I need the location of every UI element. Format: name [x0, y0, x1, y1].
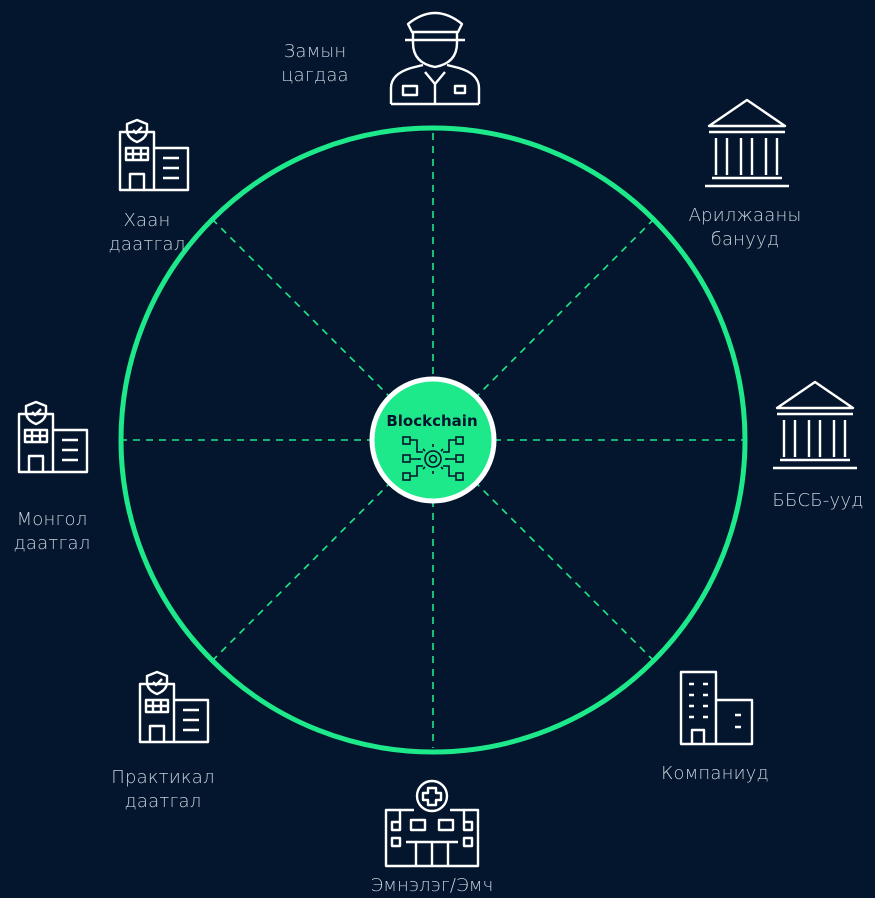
bank-building-icon-2 — [773, 380, 857, 470]
label-nbfi: ББСБ-ууд — [772, 490, 864, 511]
hospital-icon — [384, 779, 480, 868]
insurance-building-icon-mongol — [17, 400, 89, 474]
label-khaan: Хаан даатгал — [108, 210, 186, 255]
network-gear-icon — [402, 436, 464, 481]
spoke-top-right — [475, 218, 655, 398]
label-practical: Практикал даатгал — [111, 767, 215, 812]
spoke-bottom-right — [475, 482, 655, 662]
spoke-top-left — [211, 218, 391, 398]
police-officer-icon — [389, 11, 481, 106]
blockchain-hub — [369, 376, 497, 504]
label-hospital: Эмнэлэг/Эмч — [370, 875, 494, 896]
insurance-building-icon-practical — [138, 670, 210, 744]
center-title: Blockchain — [386, 412, 478, 430]
office-building-icon — [679, 670, 754, 746]
label-companies: Компаниуд — [661, 763, 769, 784]
network-ring — [118, 125, 748, 755]
insurance-building-icon-khaan — [118, 118, 190, 192]
label-police: Замын цагдаа — [281, 41, 349, 86]
spoke-bottom-left — [211, 482, 391, 662]
spokes — [120, 133, 745, 748]
label-mongol: Монгол даатгал — [13, 509, 91, 554]
bank-building-icon — [705, 98, 789, 188]
label-banks: Арилжааны банууд — [688, 205, 802, 250]
